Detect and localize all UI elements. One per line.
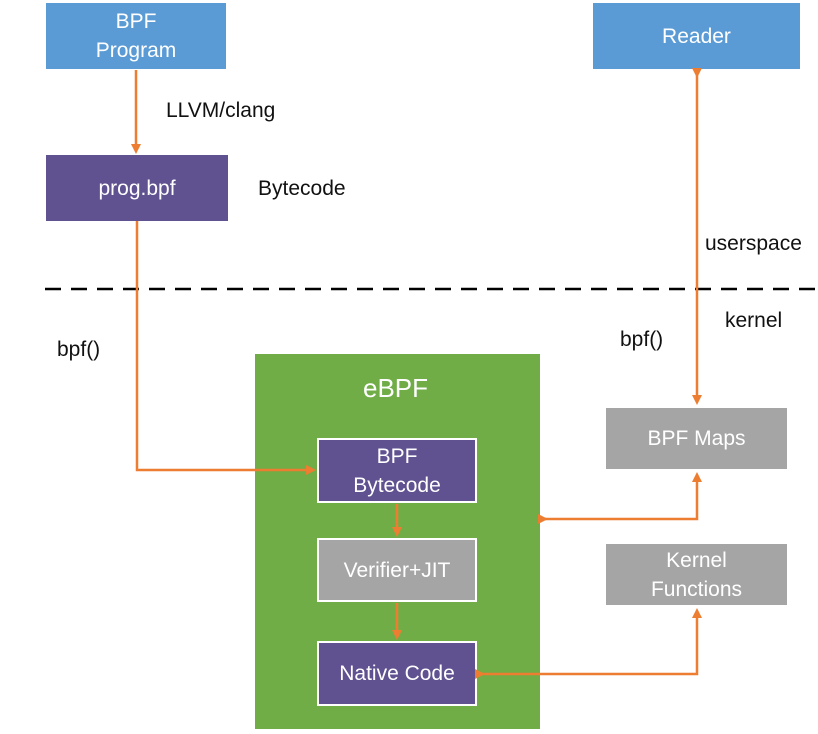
bpf-program-label-line1: BPF: [115, 10, 157, 33]
bpf-bytecode-label-line1: BPF: [376, 444, 418, 468]
bpf-syscall-label-left: bpf(): [57, 338, 101, 361]
llvm-clang-label: LLVM/clang: [166, 99, 276, 122]
arrow-ebpf-bpf-maps: [538, 472, 702, 524]
reader-label: Reader: [662, 24, 731, 48]
verifier-jit-box: Verifier+JIT: [317, 538, 477, 602]
ebpf-container-title: eBPF: [363, 373, 429, 403]
bpf-program-box: BPF Program: [46, 3, 226, 69]
bpf-bytecode-box: BPF Bytecode: [317, 438, 477, 503]
prog-bpf-label: prog.bpf: [98, 176, 176, 200]
kernel-label: kernel: [725, 309, 783, 332]
bpf-bytecode-label-line2: Bytecode: [353, 473, 441, 497]
bpf-syscall-label-right: bpf(): [620, 328, 664, 351]
arrow-prog-bpf-to-bpf-bytecode: [135, 221, 316, 475]
bpf-program-label-line2: Program: [95, 39, 177, 62]
reader-box: Reader: [593, 3, 800, 69]
bpf-maps-box: BPF Maps: [606, 408, 787, 469]
userspace-label: userspace: [705, 232, 802, 255]
kernel-functions-label-line2: Functions: [650, 577, 743, 601]
bytecode-label: Bytecode: [258, 177, 346, 200]
verifier-jit-label: Verifier+JIT: [343, 558, 451, 582]
kernel-functions-label-line1: Kernel: [666, 548, 727, 572]
bpf-maps-label: BPF Maps: [647, 427, 746, 450]
kernel-functions-box: Kernel Functions: [606, 544, 787, 605]
arrow-native-kernel-functions: [475, 608, 702, 679]
native-code-label: Native Code: [339, 662, 455, 685]
prog-bpf-box: prog.bpf: [46, 155, 228, 221]
